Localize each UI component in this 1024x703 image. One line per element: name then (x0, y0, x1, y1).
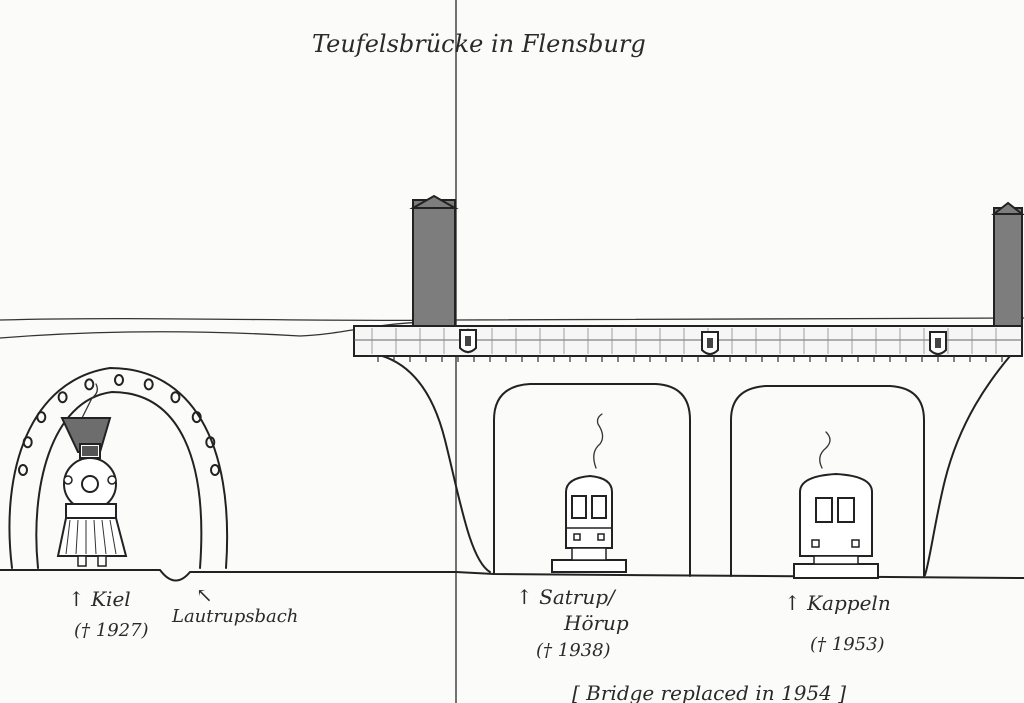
ground-edge (0, 321, 457, 339)
left-embankment (355, 351, 491, 573)
deck-shield-1 (459, 329, 477, 353)
label-satrup-date: († 1938) (536, 640, 611, 661)
arch-middle (493, 383, 691, 577)
label-kiel-date: († 1927) (74, 620, 149, 641)
left-pillar (412, 199, 456, 327)
right-pillar (993, 207, 1023, 329)
left-pillar-cap (409, 194, 459, 209)
arch-right (730, 385, 925, 577)
label-kiel: ↑ Kiel (68, 587, 131, 611)
right-embankment (924, 355, 1011, 576)
page-title: Teufelsbrücke in Flensburg (312, 30, 646, 58)
label-kappeln-date: († 1953) (810, 634, 885, 655)
label-lautrupsbach: Lautrupsbach (171, 606, 298, 627)
steam-locomotive (56, 383, 128, 567)
tunnel-portal (8, 367, 229, 569)
deck-shield-2 (701, 331, 719, 355)
label-kappeln: ↑ Kappeln (784, 591, 891, 615)
label-satrup-line2: Hörup (563, 611, 629, 635)
deck-shield-3 (929, 331, 947, 355)
railcar-kappeln (793, 431, 879, 579)
horizon-line (0, 317, 1024, 322)
label-satrup: ↑ Satrup/ (516, 585, 617, 609)
railcar-satrup (551, 413, 627, 573)
label-lautrupsbach-arrow: ↖ (196, 583, 213, 607)
ground-line (0, 569, 1024, 582)
footer-note: [ Bridge replaced in 1954 ] (572, 681, 846, 703)
bridge-deck (353, 325, 1023, 362)
right-pillar-cap (991, 201, 1024, 215)
